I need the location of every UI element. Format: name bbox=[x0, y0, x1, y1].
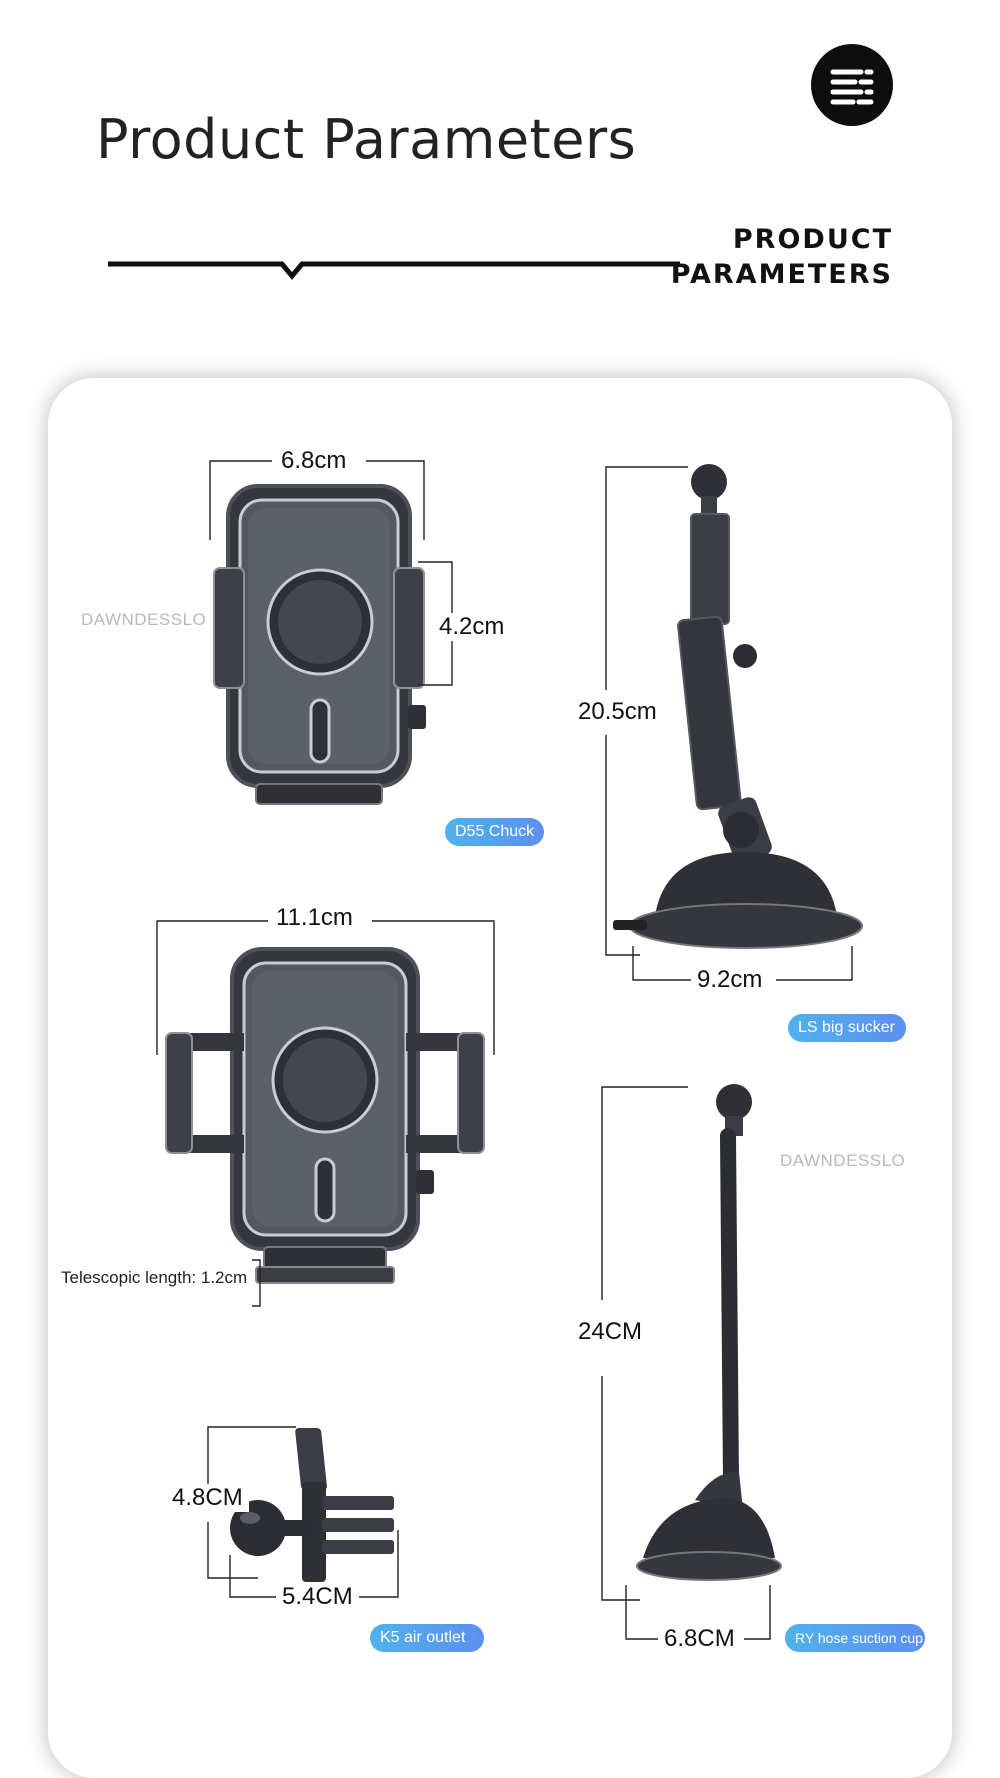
watermark-left: DAWNDESSLO bbox=[81, 610, 207, 629]
badge-hose: RY hose suction cup bbox=[785, 1624, 925, 1652]
subtitle-line1: PRODUCT bbox=[732, 224, 893, 255]
product-card bbox=[48, 378, 952, 1778]
watermark-right: DAWNDESSLO bbox=[780, 1151, 906, 1170]
subtitle-line2: PARAMETERS bbox=[670, 259, 893, 290]
sucker-arm-image bbox=[613, 464, 863, 949]
badge-sucker: LS big sucker bbox=[788, 1014, 906, 1042]
extended-width-dimline bbox=[156, 920, 495, 1307]
vent-clip-image bbox=[230, 1428, 394, 1582]
vent-width-label: 5.4CM bbox=[276, 1583, 359, 1611]
menu-button[interactable] bbox=[811, 44, 893, 126]
section-subtitle: PRODUCT PARAMETERS bbox=[671, 222, 893, 292]
extended-width-label: 11.1cm bbox=[270, 904, 359, 932]
header-divider bbox=[108, 261, 680, 280]
hose-base-width-label: 6.8CM bbox=[658, 1625, 741, 1653]
chuck-width-label: 6.8cm bbox=[275, 447, 353, 475]
extended-chuck-image bbox=[165, 947, 485, 1284]
badge-chuck: D55 Chuck bbox=[445, 818, 545, 846]
page-title: Product Parameters bbox=[96, 108, 637, 171]
telescopic-note: Telescopic length: 1.2cm bbox=[61, 1268, 248, 1287]
chuck-image bbox=[213, 484, 426, 805]
vent-height-label: 4.8CM bbox=[166, 1484, 249, 1512]
chuck-height-label: 4.2cm bbox=[433, 613, 511, 641]
hose-height-label: 24CM bbox=[572, 1318, 649, 1346]
hose-cup-image bbox=[636, 1084, 782, 1581]
vent-dimlines bbox=[207, 1426, 399, 1598]
sucker-arm-height-label: 20.5cm bbox=[572, 698, 663, 726]
menu-lines-icon bbox=[830, 69, 874, 105]
sucker-dimlines bbox=[605, 466, 853, 981]
hose-dimlines bbox=[601, 1086, 771, 1640]
badge-vent: K5 air outlet bbox=[370, 1624, 484, 1652]
sucker-width-label: 9.2cm bbox=[691, 966, 769, 994]
